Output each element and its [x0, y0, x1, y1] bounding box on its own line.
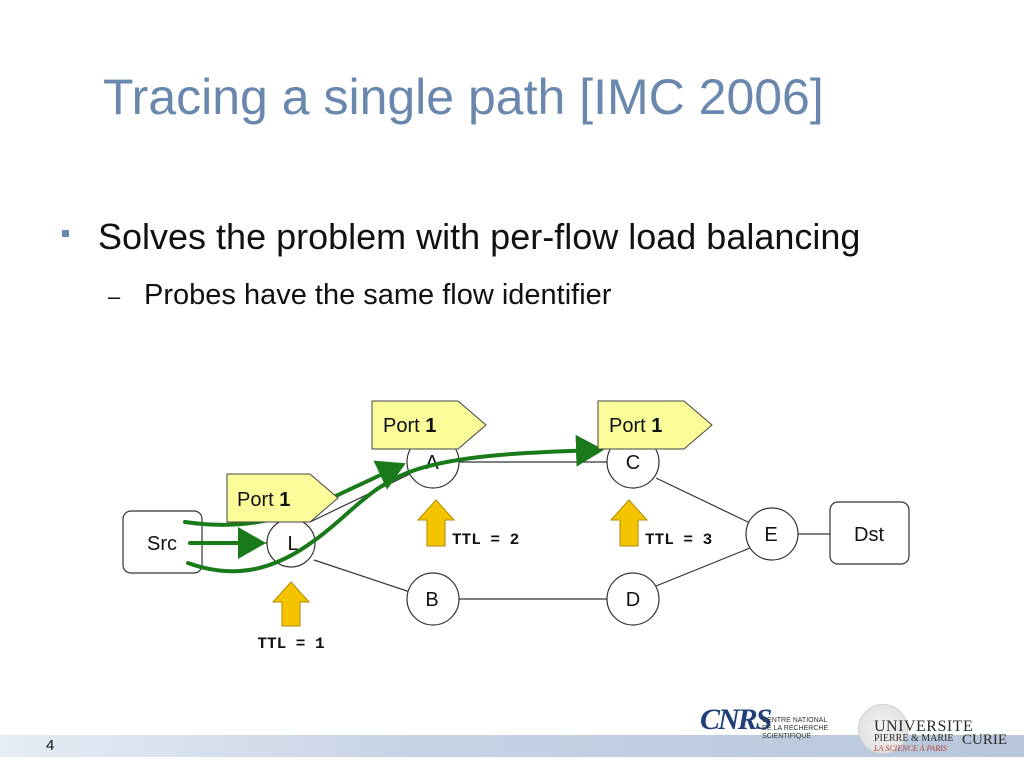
cnrs-text-line3: SCIENTIFIQUE: [762, 733, 812, 740]
host-src: Src: [122, 510, 203, 574]
probe-path-ttl3: [186, 434, 604, 574]
svg-text:Port 1: Port 1: [383, 415, 436, 437]
upmc-logo: UNIVERSITE PIERRE & MARIE CURIE LA SCIEN…: [858, 702, 1018, 754]
router-b-label: B: [425, 589, 438, 611]
port-label-a: Port 1: [371, 400, 487, 450]
router-l-label: L: [287, 533, 298, 555]
upmc-logo-line2a: PIERRE & MARIE: [874, 733, 954, 744]
port-label-a-prefix: Port: [383, 415, 425, 437]
host-dst-label: Dst: [854, 524, 884, 546]
link-l-b: [313, 559, 411, 593]
cnrs-logo-text: CENTRE NATIONAL DE LA RECHERCHE SCIENTIF…: [762, 717, 842, 741]
router-d-label: D: [626, 589, 640, 611]
host-dst: Dst: [829, 501, 910, 565]
port-label-l-number: 1: [279, 489, 290, 511]
ttl-label-1: TTL = 1: [257, 635, 324, 653]
page-number: 4: [46, 737, 55, 754]
port-label-c-number: 1: [651, 415, 662, 437]
port-label-c-prefix: Port: [609, 415, 651, 437]
dash-bullet: –: [108, 284, 121, 309]
upmc-logo-line2b: CURIE: [962, 732, 1007, 748]
cnrs-logo: CNRS CENTRE NATIONAL DE LA RECHERCHE SCI…: [700, 703, 840, 751]
router-d: D: [606, 572, 660, 626]
upmc-logo-line1: UNIVERSITE: [874, 718, 974, 735]
router-c-label: C: [626, 452, 640, 474]
cnrs-logo-mark: CNRS: [700, 703, 772, 736]
router-e-label: E: [764, 524, 777, 546]
router-l: L: [266, 518, 316, 568]
ttl-label-3: TTL = 3: [645, 531, 712, 549]
svg-text:Port 1: Port 1: [609, 415, 662, 437]
port-label-l: Port 1: [226, 473, 339, 523]
ttl-arrow-3: [609, 499, 649, 547]
footer-bar: [0, 735, 1024, 757]
square-bullet-icon: [62, 230, 69, 237]
port-label-c: Port 1: [597, 400, 713, 450]
ttl-arrow-2: [416, 499, 456, 547]
router-b: B: [406, 572, 460, 626]
link-d-e: [655, 547, 751, 587]
router-a-label: A: [425, 452, 439, 474]
cnrs-text-line2: DE LA RECHERCHE: [762, 725, 829, 732]
slide-title: Tracing a single path [IMC 2006]: [103, 69, 824, 125]
bullet-level2-text: Probes have the same flow identifier: [144, 279, 612, 311]
ttl-arrow-1: [271, 581, 311, 627]
router-e: E: [745, 507, 799, 561]
port-label-l-prefix: Port: [237, 489, 279, 511]
upmc-logo-line3: LA SCIENCE À PARIS: [874, 744, 947, 753]
port-label-a-number: 1: [425, 415, 436, 437]
ttl-label-2: TTL = 2: [452, 531, 519, 549]
bullet-level1-text: Solves the problem with per-flow load ba…: [98, 216, 861, 257]
host-src-label: Src: [147, 533, 177, 555]
upmc-emblem-icon: [858, 704, 908, 754]
link-c-e: [655, 477, 751, 524]
svg-text:Port 1: Port 1: [237, 489, 290, 511]
cnrs-text-line1: CENTRE NATIONAL: [762, 717, 828, 724]
